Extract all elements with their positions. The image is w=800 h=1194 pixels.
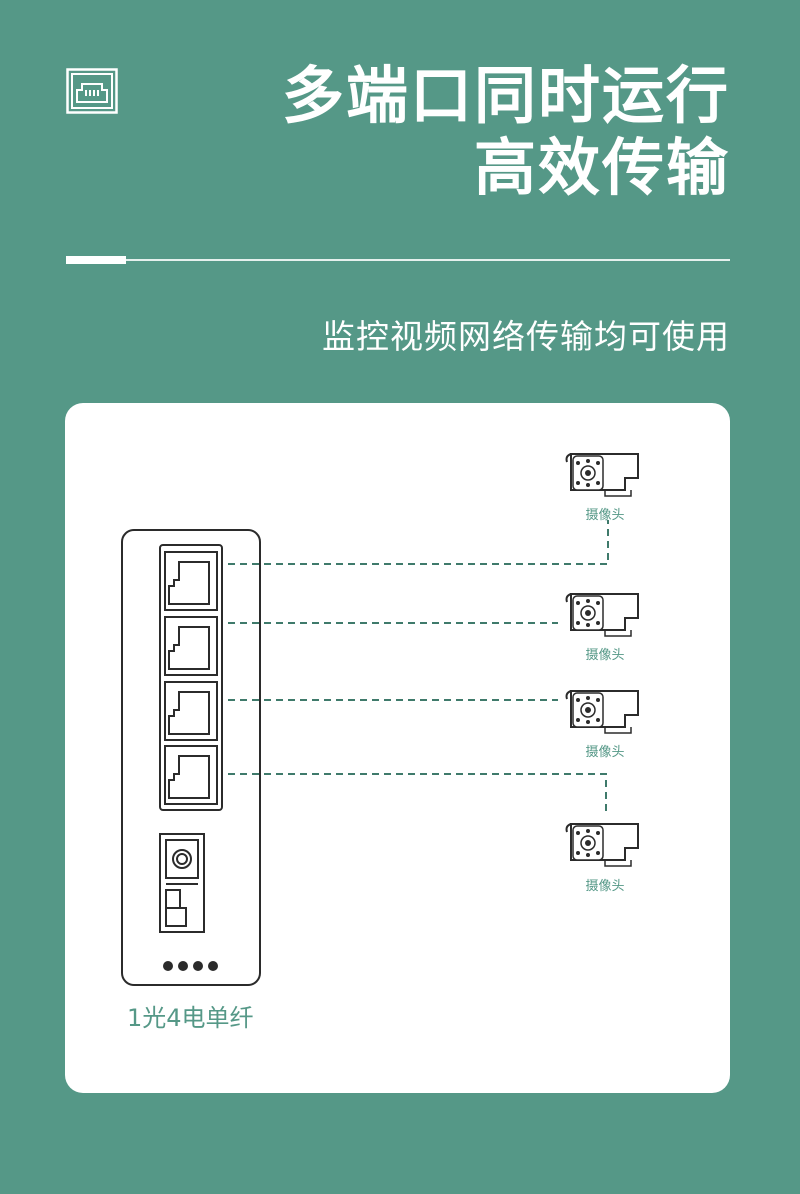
device-body [121,529,261,986]
line-port-4 [228,773,607,812]
status-leds [163,961,218,971]
rj45-port-3 [164,681,218,741]
camera-label: 摄像头 [585,508,625,523]
ethernet-port-icon [66,68,118,114]
title-line-2: 高效传输 [473,131,730,204]
device-label: 1光4电单纤 [127,1004,254,1032]
divider-line [66,259,730,261]
camera-icon [565,453,639,497]
rj45-port-4 [164,745,218,805]
divider-accent [66,256,126,264]
camera-label: 摄像头 [585,745,625,760]
camera-icon [565,690,639,734]
diagram-panel [65,403,730,1093]
connection-lines [228,520,609,812]
camera-icon [565,593,639,637]
rj45-port-2 [164,616,218,676]
title-line-1: 多端口同时运行 [281,59,730,132]
subtitle: 监控视频网络传输均可使用 [322,317,730,356]
rj45-port-1 [164,551,218,611]
fiber-port [159,833,205,933]
camera-label: 摄像头 [585,879,625,894]
camera-icon [565,823,639,867]
page-title: 多端口同时运行 高效传输 [282,60,730,204]
camera-label: 摄像头 [585,648,625,663]
line-port-1 [228,520,609,565]
